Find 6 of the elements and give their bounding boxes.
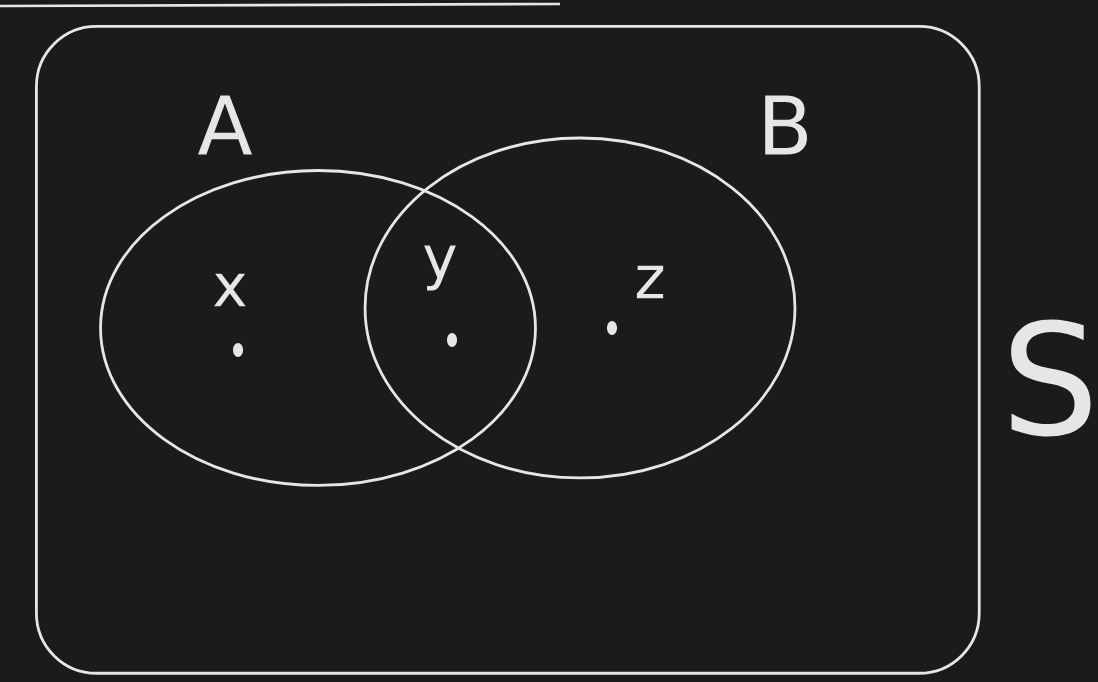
element-letter: x <box>214 273 246 307</box>
element-letter: z <box>636 265 664 299</box>
set-letter: S <box>1011 319 1091 437</box>
set-letter: B <box>765 95 807 155</box>
set-letter: A <box>198 95 252 155</box>
element-letter: y <box>424 245 456 291</box>
